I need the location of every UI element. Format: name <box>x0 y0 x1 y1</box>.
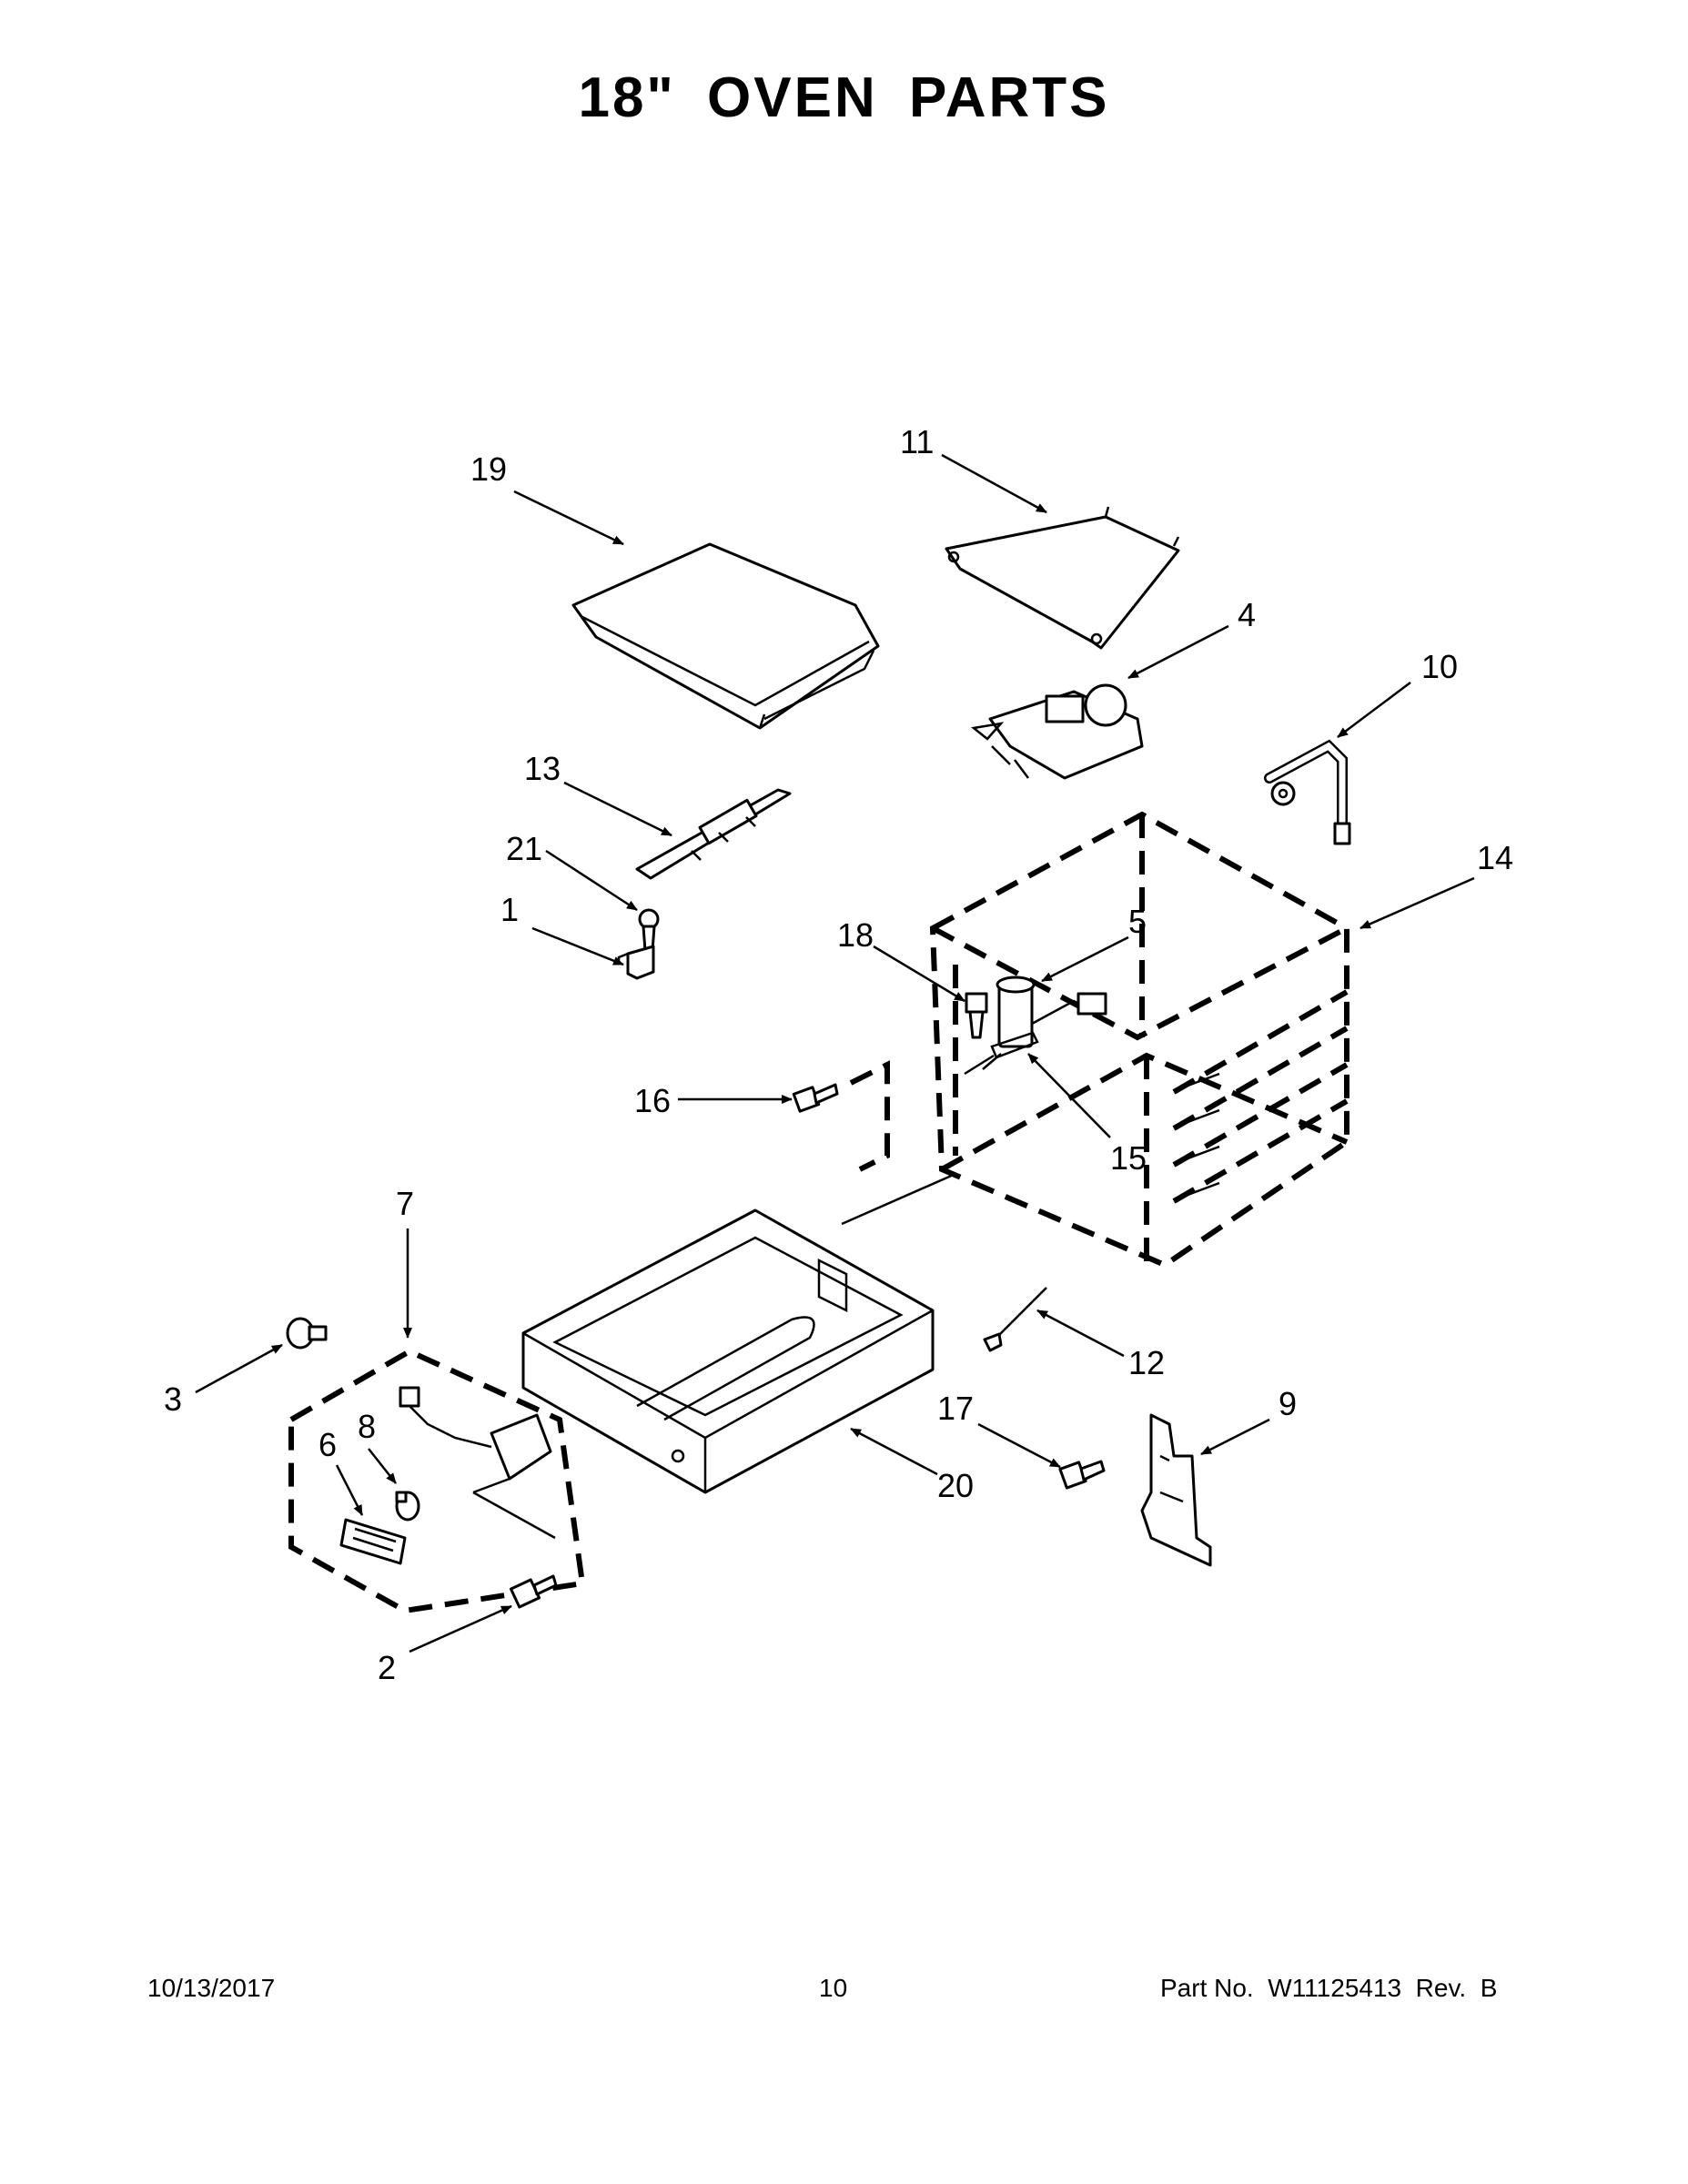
screw-21[interactable] <box>638 908 660 953</box>
screw-17[interactable] <box>1058 1460 1106 1490</box>
screw-16-alignment <box>849 1060 890 1172</box>
callout-10: 10 <box>1421 648 1458 685</box>
light-bulb[interactable] <box>395 1491 420 1522</box>
screw-2[interactable] <box>509 1574 558 1609</box>
igniter[interactable] <box>983 1287 1047 1352</box>
screw-16[interactable] <box>792 1083 839 1113</box>
leader-arrows <box>195 453 1475 1653</box>
callout-15: 15 <box>1110 1139 1147 1177</box>
light-housing[interactable] <box>399 1386 556 1540</box>
bracket-1[interactable] <box>617 945 655 980</box>
callout-19: 19 <box>470 450 507 488</box>
footer-part-number: Part No. W11125413 Rev. B <box>1160 1974 1498 2002</box>
light-assembly-group[interactable] <box>288 1348 586 1614</box>
callout-14: 14 <box>1477 839 1513 876</box>
page-title: 18" OVEN PARTS <box>578 66 1110 129</box>
temperature-sensor[interactable] <box>964 1031 1039 1076</box>
callout-18: 18 <box>837 916 874 954</box>
callout-1: 1 <box>500 891 519 928</box>
callout-17: 17 <box>937 1390 974 1427</box>
callout-2: 2 <box>378 1649 396 1686</box>
light-lens[interactable] <box>339 1518 407 1565</box>
mounting-bracket[interactable] <box>1140 1413 1212 1567</box>
oven-cavity[interactable] <box>929 811 1349 1269</box>
oven-top-panel[interactable] <box>571 542 880 730</box>
footer-page-number: 10 <box>819 1974 848 2002</box>
heat-shield-plate[interactable] <box>945 506 1180 650</box>
callout-11: 11 <box>900 423 934 460</box>
callout-9: 9 <box>1279 1385 1297 1422</box>
gas-tube[interactable] <box>1264 739 1351 845</box>
light-socket[interactable] <box>996 976 1107 1048</box>
callout-6: 6 <box>318 1426 337 1463</box>
door-hinge[interactable] <box>635 788 792 880</box>
cavity-alignment-line <box>841 1172 956 1226</box>
screw-18[interactable] <box>965 992 988 1039</box>
broiler-drawer[interactable] <box>521 1208 935 1494</box>
callout-4: 4 <box>1238 596 1256 633</box>
callout-7: 7 <box>396 1185 414 1222</box>
knob[interactable] <box>286 1317 328 1350</box>
callout-5: 5 <box>1128 903 1147 940</box>
callout-3: 3 <box>164 1380 182 1418</box>
door-latch-assembly[interactable] <box>971 683 1144 780</box>
footer-date: 10/13/2017 <box>147 1974 276 2002</box>
callout-21: 21 <box>506 830 542 867</box>
callout-12: 12 <box>1128 1344 1165 1381</box>
callout-13: 13 <box>524 750 561 787</box>
callout-16: 16 <box>634 1082 671 1119</box>
callout-8: 8 <box>358 1408 376 1445</box>
callout-20: 20 <box>937 1467 974 1504</box>
